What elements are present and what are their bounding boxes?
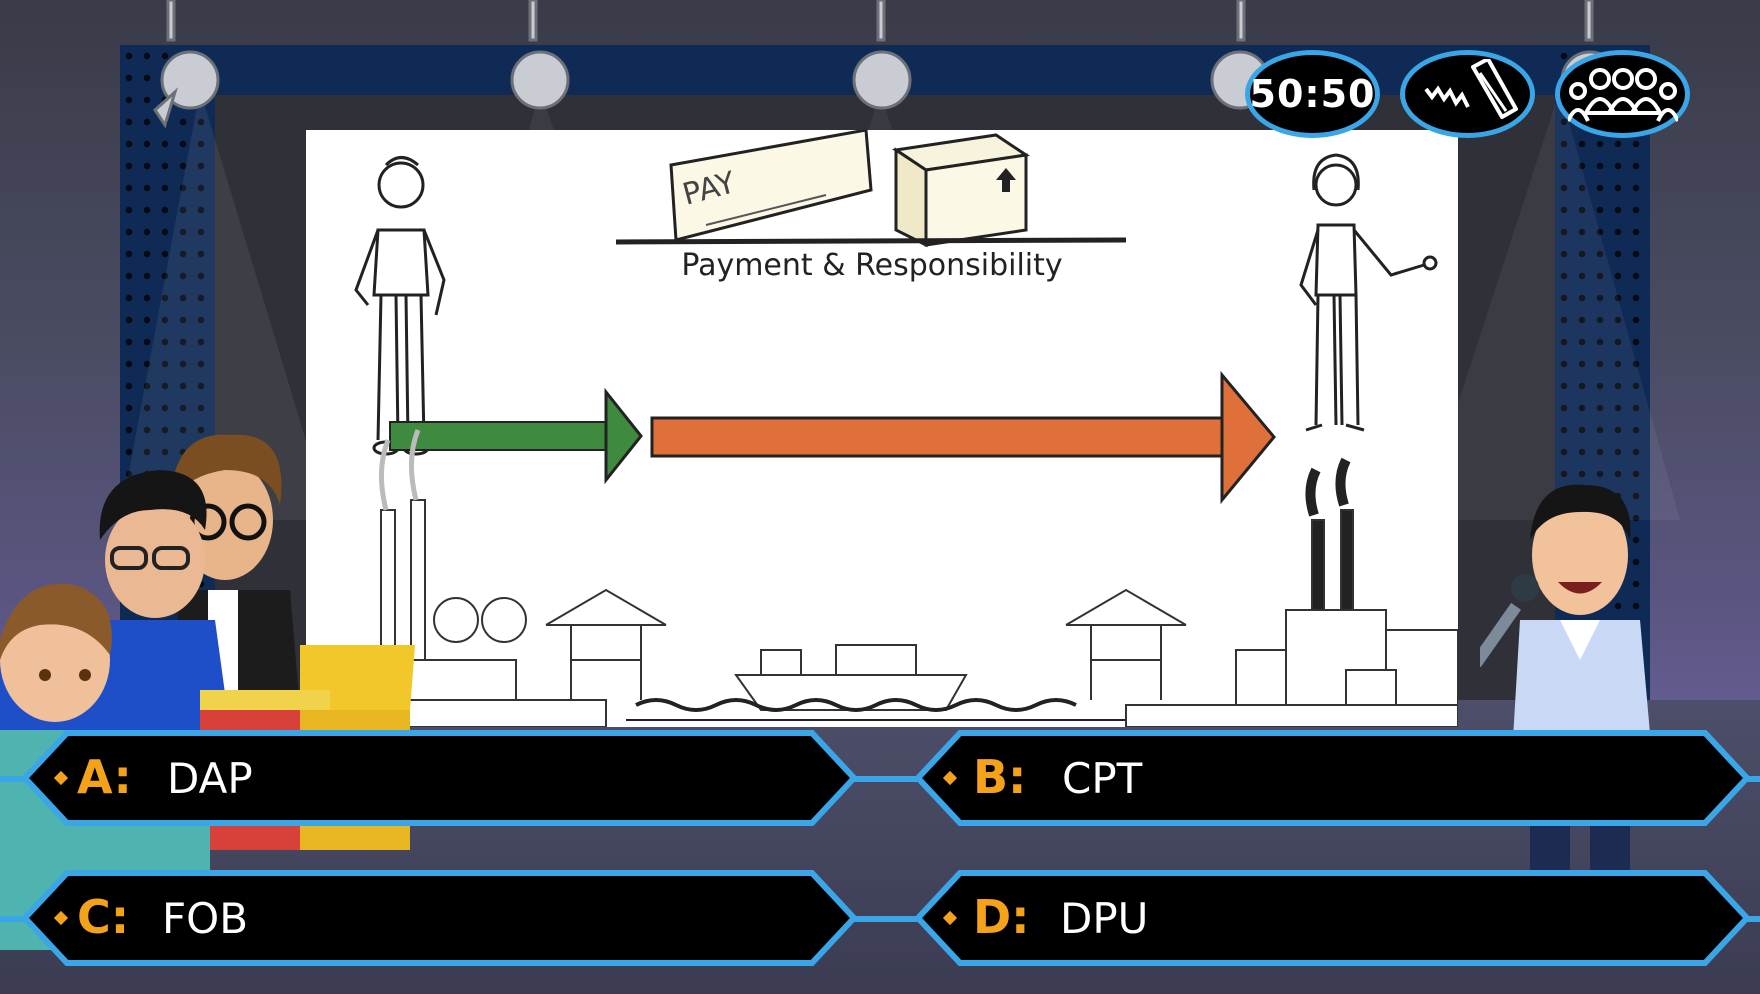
contestant-woman <box>0 583 115 740</box>
buyer-responsibility-arrow <box>650 370 1276 505</box>
answer-text: CPT <box>1062 754 1143 803</box>
lifelines-bar: 50:50 <box>1245 50 1695 142</box>
audience-icon <box>1567 68 1678 122</box>
fifty-fifty-label: 50:50 <box>1249 72 1376 116</box>
package-box-icon <box>891 133 1031 248</box>
answer-option-b[interactable]: B: CPT <box>915 730 1750 826</box>
destination-port-factory <box>1065 457 1458 727</box>
phone-icon <box>1423 59 1518 119</box>
answer-panel-shape <box>22 730 857 826</box>
answer-connector-line <box>0 776 1760 782</box>
phone-a-friend-lifeline-button[interactable] <box>1400 50 1535 138</box>
game-show-host <box>1480 484 1655 890</box>
presentation-screen: PAY Payment & Responsibility <box>306 130 1458 727</box>
slide-caption: Payment & Responsibility <box>681 248 1062 283</box>
buyer-figure <box>1299 153 1438 432</box>
answer-panel-shape <box>915 730 1750 826</box>
cheque-icon: PAY <box>669 130 873 242</box>
answer-text: FOB <box>162 894 249 943</box>
answer-panel-shape <box>915 870 1750 966</box>
answer-letter: A: <box>77 750 132 804</box>
ask-the-audience-lifeline-button[interactable] <box>1555 50 1690 138</box>
seller-responsibility-arrow <box>389 387 643 485</box>
answer-option-d[interactable]: D: DPU <box>915 870 1750 966</box>
contestant-man <box>85 470 230 730</box>
answer-option-a[interactable]: A: DAP <box>22 730 857 826</box>
cargo-ship <box>626 644 1126 721</box>
answer-text: DAP <box>167 754 253 803</box>
answer-text: DPU <box>1060 894 1149 943</box>
incoterms-illustration: PAY Payment & Responsibility <box>345 130 1458 727</box>
answer-letter: D: <box>973 890 1030 944</box>
answer-letter: B: <box>973 750 1027 804</box>
fifty-fifty-lifeline-button[interactable]: 50:50 <box>1245 50 1380 138</box>
answer-panel-shape <box>22 870 857 966</box>
answer-connector-line <box>0 916 1760 922</box>
seller-figure <box>354 156 446 456</box>
answer-letter: C: <box>77 890 130 944</box>
answer-option-c[interactable]: C: FOB <box>22 870 857 966</box>
microphone-icon <box>1480 574 1539 668</box>
